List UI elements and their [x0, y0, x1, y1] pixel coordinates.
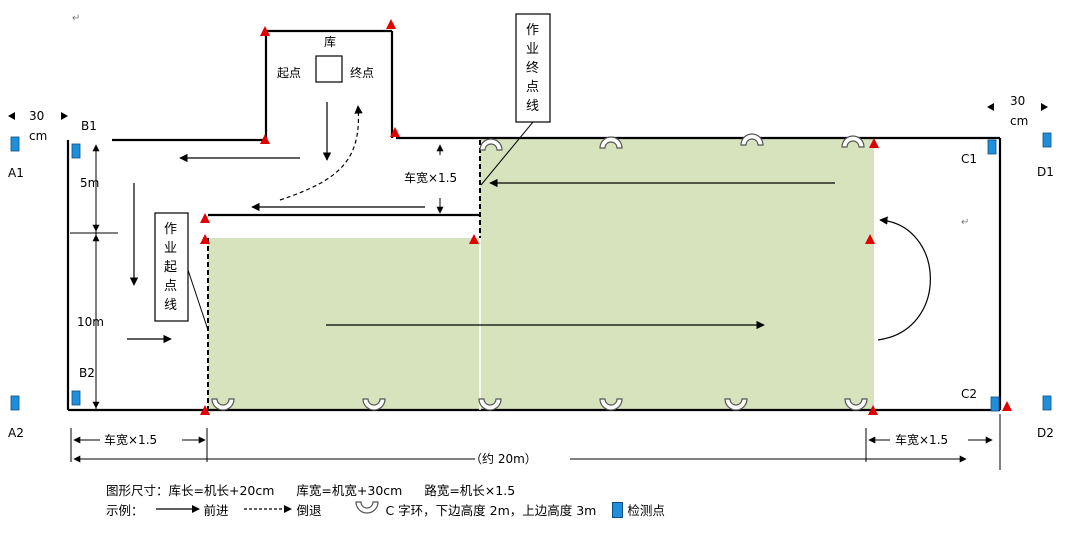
- length-10m-label: 10m: [77, 315, 104, 329]
- check-point-b1: [71, 143, 81, 159]
- c-ring: [841, 135, 865, 148]
- legend-dim-2: 库宽=机宽+30cm: [296, 483, 403, 498]
- work-end-char: 作: [526, 23, 539, 38]
- cone: [1002, 401, 1012, 411]
- c-rings: [211, 133, 868, 411]
- c-ring: [599, 398, 623, 411]
- point-label-d1: D1: [1037, 165, 1054, 179]
- cone: [868, 405, 878, 415]
- check-point-a2: [10, 395, 20, 411]
- work-area-upper: [480, 138, 874, 238]
- cone: [469, 234, 479, 244]
- point-label-c1: C1: [961, 152, 977, 166]
- cones: [200, 19, 1012, 415]
- work-start-line-box: [154, 212, 189, 322]
- work-end-char: 线: [526, 99, 539, 114]
- work-start-char: 作: [164, 222, 177, 237]
- c-ring: [724, 398, 748, 411]
- width-arrows: [8, 103, 1048, 120]
- point-label-a2: A2: [8, 426, 24, 440]
- reverse-arrow: [279, 105, 363, 201]
- work-start-line-pointer: [187, 269, 209, 331]
- cone: [390, 127, 400, 137]
- check-point-icon: [612, 501, 624, 518]
- work-end-line-pointer: [480, 121, 534, 186]
- length-5m-label: 5m: [80, 176, 99, 190]
- garage-label: 库: [324, 34, 336, 49]
- c-ring: [599, 136, 623, 149]
- legend-dims-prefix: 图形尺寸：: [106, 483, 169, 498]
- check-point-c1: [987, 139, 997, 155]
- width-label-right: 30: [1010, 94, 1025, 108]
- start-point-label: 起点: [277, 66, 301, 80]
- cone: [200, 405, 210, 415]
- cone: [386, 19, 396, 29]
- c-ring: [211, 398, 235, 411]
- cone: [260, 134, 270, 144]
- cone: [260, 26, 270, 36]
- legend-dim-3: 路宽=机长×1.5: [424, 483, 516, 498]
- end-point-label: 终点: [350, 65, 374, 80]
- legend-forward: 前进: [203, 503, 229, 518]
- work-start-char: 点: [164, 279, 177, 294]
- cm-label-left: cm: [29, 129, 47, 143]
- return-mark: ↵: [961, 217, 969, 228]
- garage-start-box: [315, 55, 343, 83]
- car-width-mid-label: 车宽×1.5: [404, 170, 457, 185]
- c-ring: [362, 398, 386, 411]
- cm-label-right: cm: [1010, 114, 1028, 128]
- car-width-left-label: 车宽×1.5: [104, 432, 157, 447]
- legend-examples: 示例： 前进 倒退 C 字环，下边高度 2m，上边高度 3m 检测点: [106, 500, 665, 519]
- cone: [200, 234, 210, 244]
- legend-dim-1: 库长=机长+20cm: [168, 483, 275, 498]
- check-points: [10, 132, 1052, 412]
- total-length-label: （约 20m）: [470, 451, 537, 466]
- work-end-char: 业: [526, 42, 539, 57]
- legend-dimensions: 图形尺寸：库长=机长+20cm 库宽=机宽+30cm 路宽=机长×1.5: [106, 480, 515, 499]
- point-label-d2: D2: [1037, 426, 1054, 440]
- work-end-char: 点: [526, 80, 539, 95]
- work-start-char: 线: [164, 298, 177, 313]
- check-point-d2: [1042, 395, 1052, 411]
- c-ring: [844, 398, 868, 411]
- work-start-char: 业: [164, 241, 177, 256]
- work-start-char: 起: [164, 260, 177, 275]
- point-label-b2: B2: [79, 366, 95, 380]
- width-label-left: 30: [29, 109, 44, 123]
- legend-reverse: 倒退: [296, 503, 322, 518]
- c-ring: [478, 398, 502, 411]
- check-point-d1: [1042, 132, 1052, 148]
- cone: [200, 213, 210, 223]
- check-point-a1: [10, 136, 20, 152]
- legend-example-prefix: 示例：: [106, 503, 144, 518]
- check-point-b2: [71, 390, 81, 406]
- return-mark: ↵: [72, 13, 80, 24]
- point-label-b1: B1: [81, 119, 97, 133]
- drive-arrows: [127, 102, 931, 344]
- legend-check-point: 检测点: [627, 503, 665, 518]
- c-ring-icon: [355, 501, 381, 518]
- cone: [865, 234, 875, 244]
- work-end-line-box: [515, 13, 551, 123]
- cone: [869, 138, 879, 148]
- c-ring: [479, 138, 503, 151]
- car-width-right-label: 车宽×1.5: [895, 432, 948, 447]
- dimension-lines: [70, 144, 1001, 470]
- legend-c-ring: C 字环，下边高度 2m，上边高度 3m: [385, 503, 597, 518]
- check-point-c2: [990, 396, 1000, 412]
- c-ring: [740, 133, 764, 146]
- point-label-c2: C2: [961, 387, 977, 401]
- forward-arrow-icon: [155, 502, 200, 517]
- point-label-a1: A1: [8, 166, 24, 180]
- work-area-lower: [208, 238, 874, 410]
- reverse-arrow-icon: [244, 502, 293, 517]
- work-end-char: 终: [526, 60, 539, 76]
